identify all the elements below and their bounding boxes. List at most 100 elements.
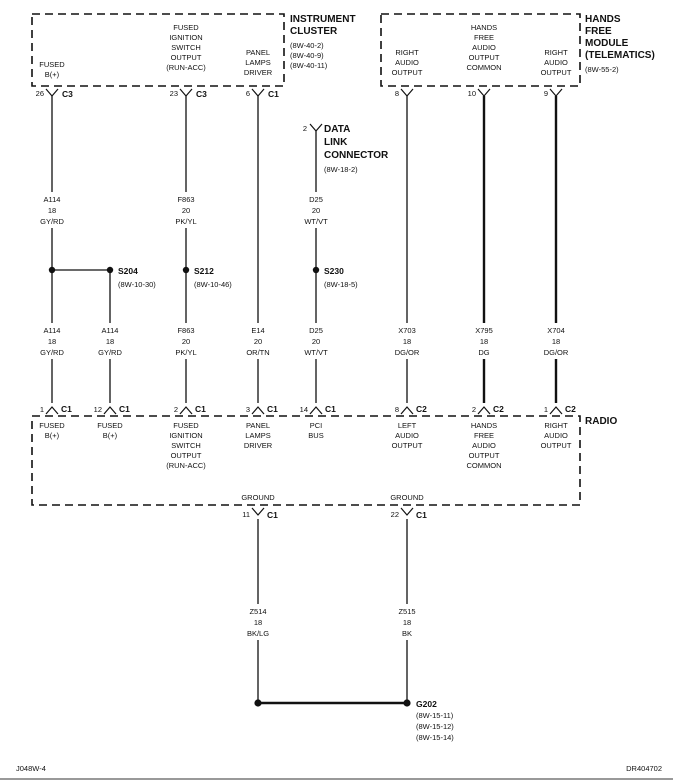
pin-label: HANDS [471,23,497,32]
connector-pin: 26 C3 [36,88,73,99]
svg-text:C3: C3 [62,89,73,99]
svg-text:X704: X704 [547,326,565,335]
svg-text:20: 20 [182,337,190,346]
pin-label: FUSED [173,421,199,430]
svg-text:18: 18 [403,337,411,346]
connector-pin [309,123,323,132]
svg-text:GY/RD: GY/RD [40,217,64,226]
data-link-connector-title: DATA [324,124,350,135]
connector-pin: 2 C1 [174,404,206,415]
svg-text:C1: C1 [267,510,278,520]
svg-text:10: 10 [468,89,476,98]
connector-pin: 10 [468,88,491,98]
connector-pin: 1 C2 [544,404,576,415]
pin-label: OUTPUT [392,68,423,77]
pin-label: LEFT [398,421,417,430]
svg-text:Z514: Z514 [249,607,266,616]
svg-text:D25: D25 [309,326,323,335]
ground-label: GROUND [390,493,424,502]
pin-label: RIGHT [544,48,568,57]
pin-label: BUS [308,431,323,440]
svg-text:E14: E14 [251,326,264,335]
radio: RADIO 1 C1 12 C1 2 C1 3 C1 14 C1 [31,404,617,520]
instrument-cluster-ref: (8W-40-11) [290,61,328,70]
data-link-connector-title: CONNECTOR [324,150,389,161]
wire-label: D25 20 WT/VT [304,195,328,226]
wire-label: X704 18 DG/OR [544,326,569,357]
wire-label: A114 18 GY/RD [40,195,64,226]
pin-label: HANDS [471,421,497,430]
wires [51,96,558,705]
svg-text:D25: D25 [309,195,323,204]
hands-free-module-title-line4: (TELEMATICS) [585,50,655,61]
pin-label: FUSED [39,60,65,69]
svg-text:C1: C1 [267,404,278,414]
svg-text:OR/TN: OR/TN [246,348,269,357]
svg-text:PK/YL: PK/YL [175,348,196,357]
svg-text:PK/YL: PK/YL [175,217,196,226]
svg-text:20: 20 [312,206,320,215]
pin-label: B(+) [45,70,60,79]
pin-label: AUDIO [472,441,496,450]
splice-s230: S230 (8W-18-5) [312,266,358,289]
svg-text:11: 11 [242,510,250,519]
svg-text:A114: A114 [102,326,119,335]
footer-right-code: DR404702 [626,764,662,773]
pin-label: RIGHT [544,421,568,430]
svg-text:A114: A114 [44,326,61,335]
svg-text:23: 23 [170,89,178,98]
ground-point-name: G202 [416,699,437,709]
instrument-cluster-ref: (8W-40-9) [290,51,324,60]
ground-point-ref: (8W-15-14) [416,733,454,742]
wire-label: A114 18 GY/RD [40,326,64,357]
svg-text:GY/RD: GY/RD [98,348,122,357]
svg-text:S204: S204 [118,266,138,276]
pin-number: 2 [303,124,307,133]
ground-point-ref: (8W-15-12) [416,722,454,731]
pin-label: DRIVER [244,441,273,450]
pin-label: B(+) [103,431,118,440]
pin-label: B(+) [45,431,60,440]
pin-label: OUTPUT [469,53,500,62]
wire-label: Z514 18 BK/LG [247,607,269,638]
svg-text:BK/LG: BK/LG [247,629,269,638]
pin-label: (RUN-ACC) [166,461,206,470]
connector-pin: 3 C1 [246,404,278,415]
pin-label: OUTPUT [392,441,423,450]
wire-label: E14 20 OR/TN [246,326,269,357]
svg-text:26: 26 [36,89,44,98]
connector-pin: 23 C3 [170,88,207,99]
instrument-cluster-title-line1: INSTRUMENT [290,14,356,25]
pin-label: FREE [474,431,494,440]
pin-label: IGNITION [169,33,202,42]
svg-text:C1: C1 [61,404,72,414]
wire-label: Z515 18 BK [398,607,415,638]
connector-pin: 22 C1 [391,507,427,520]
svg-text:18: 18 [403,618,411,627]
wire-label: F863 20 PK/YL [175,195,196,226]
svg-text:C1: C1 [119,404,130,414]
svg-text:18: 18 [552,337,560,346]
wire-label: D25 20 WT/VT [304,326,328,357]
connector-pin: 2 C2 [472,404,504,415]
svg-text:18: 18 [48,206,56,215]
pin-label: PANEL [246,421,270,430]
instrument-cluster-box [31,13,285,87]
svg-text:BK: BK [402,629,412,638]
pin-label: SWITCH [171,441,201,450]
svg-text:F863: F863 [177,195,194,204]
splice-s204: S204 (8W-10-30) [48,266,156,289]
svg-text:C2: C2 [416,404,427,414]
pin-label: AUDIO [472,43,496,52]
instrument-cluster: INSTRUMENT CLUSTER (8W-40-2) (8W-40-9) (… [31,13,356,99]
svg-text:C1: C1 [325,404,336,414]
connector-pin: 9 [544,88,563,98]
svg-text:(8W-10-46): (8W-10-46) [194,280,232,289]
pin-label: OUTPUT [469,451,500,460]
connector-pin: 14 C1 [300,404,336,415]
svg-text:18: 18 [254,618,262,627]
pin-label: OUTPUT [541,68,572,77]
pin-label: FREE [474,33,494,42]
radio-title: RADIO [585,416,617,427]
pin-label: OUTPUT [541,441,572,450]
